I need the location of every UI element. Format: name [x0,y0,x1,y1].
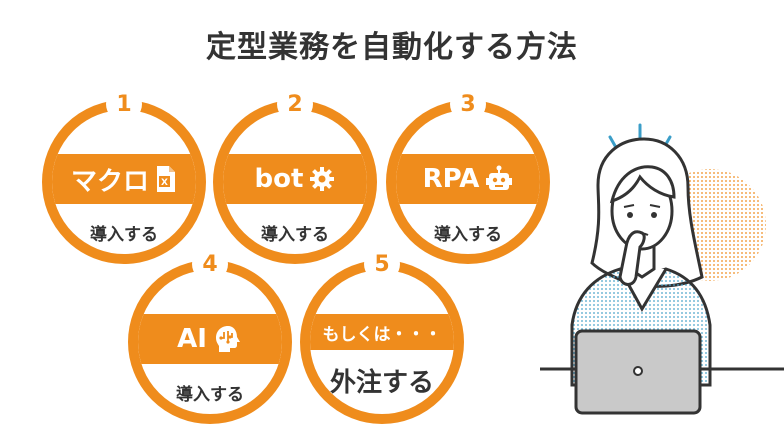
thinking-woman-illustration [540,123,784,415]
gear-icon [309,166,335,192]
method-circle-outsource: もしくは・・・ 外注する [300,260,464,424]
excel-file-icon: X [155,165,177,193]
method-label: マクロ [70,166,149,197]
step-number-badge: 1 [106,86,142,122]
step-number-badge: 5 [364,246,400,282]
method-action: 導入する [90,225,158,245]
method-action: 導入する [434,225,502,245]
page-title: 定型業務を自動化する方法 [206,30,578,65]
step-number-badge: 4 [192,246,228,282]
ai-head-icon [213,324,243,354]
step-number-badge: 3 [450,86,486,122]
method-circle-ai: AI 導入する [128,260,292,424]
step-number: 4 [202,251,218,277]
step-number-badge: 2 [277,86,313,122]
method-label: bot [254,164,304,194]
method-action: 導入する [261,225,329,245]
robot-icon [485,165,513,193]
method-action: 導入する [176,385,244,405]
method-label: もしくは・・・ [322,324,442,345]
method-band: AI [138,314,282,364]
step-number: 1 [116,91,132,117]
svg-text:X: X [161,178,168,188]
method-band: マクロ X [52,154,196,204]
method-circle-macro: マクロ X 導入する [42,100,206,264]
method-label: RPA [422,164,480,194]
method-circle-rpa: RPA 導入する [386,100,550,264]
method-circle-bot: bot 導入する [213,100,377,264]
method-label: AI [177,324,207,354]
method-band: RPA [396,154,540,204]
method-band: bot [223,154,367,204]
method-action: 外注する [329,368,434,398]
step-number: 3 [460,91,476,117]
step-number: 5 [374,251,390,277]
method-band: もしくは・・・ [310,314,454,350]
step-number: 2 [287,91,303,117]
